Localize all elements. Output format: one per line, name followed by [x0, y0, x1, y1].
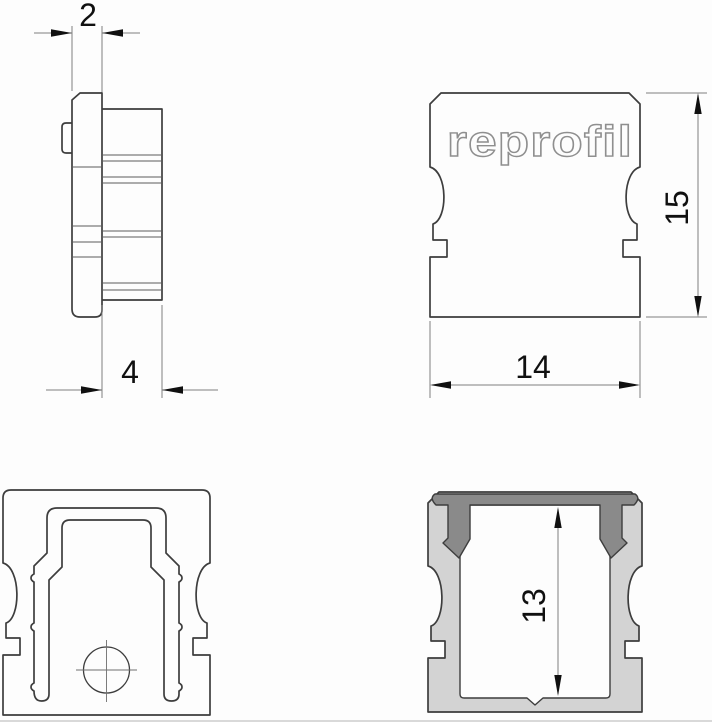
extension-lines-dim-14: [429, 321, 641, 398]
profile-inner-cavity: [459, 504, 611, 706]
arrow-dim13-top: [554, 507, 562, 528]
arrow-dim14-right: [619, 381, 640, 389]
cap-plate-detail-lines: [72, 166, 102, 258]
plug-body-detail-lines: [102, 154, 162, 291]
back-view: [2, 489, 211, 716]
cap-plate-outline: [71, 92, 103, 318]
screw-hole-centerlines: [76, 640, 137, 702]
extension-lines-dim-4: [101, 305, 163, 398]
dim-label-2: 2: [79, 0, 97, 33]
dim-label-15: 15: [659, 190, 695, 226]
cover-retainer-clip: [431, 493, 639, 559]
arrow-dim15-top: [694, 93, 702, 114]
front-face-outline: [429, 92, 641, 318]
brand-logo: reprofil: [447, 117, 633, 166]
arrow-dim13-bottom: [554, 675, 562, 696]
extension-lines-dim-2: [71, 26, 103, 106]
dim-label-13: 13: [516, 588, 552, 624]
arrow-dim2-left: [51, 29, 72, 37]
section-view: 13: [427, 491, 643, 713]
dim-label-4: 4: [121, 354, 139, 390]
arrow-dim14-left: [430, 381, 451, 389]
front-view: reprofil 15 14: [429, 92, 707, 398]
side-view: 2 4: [34, 0, 218, 398]
back-face-outline: [2, 489, 211, 716]
arrow-dim15-bottom: [694, 296, 702, 317]
cap-tab-outline: [61, 122, 72, 154]
extension-lines-dim-15: [646, 92, 707, 318]
channel-wall-outline: [30, 507, 183, 702]
arrow-dim2-right: [102, 29, 123, 37]
arrow-dim4-left: [81, 386, 102, 394]
arrow-dim4-right: [162, 386, 183, 394]
dim-label-14: 14: [515, 349, 551, 385]
plug-body-outline: [102, 108, 163, 301]
